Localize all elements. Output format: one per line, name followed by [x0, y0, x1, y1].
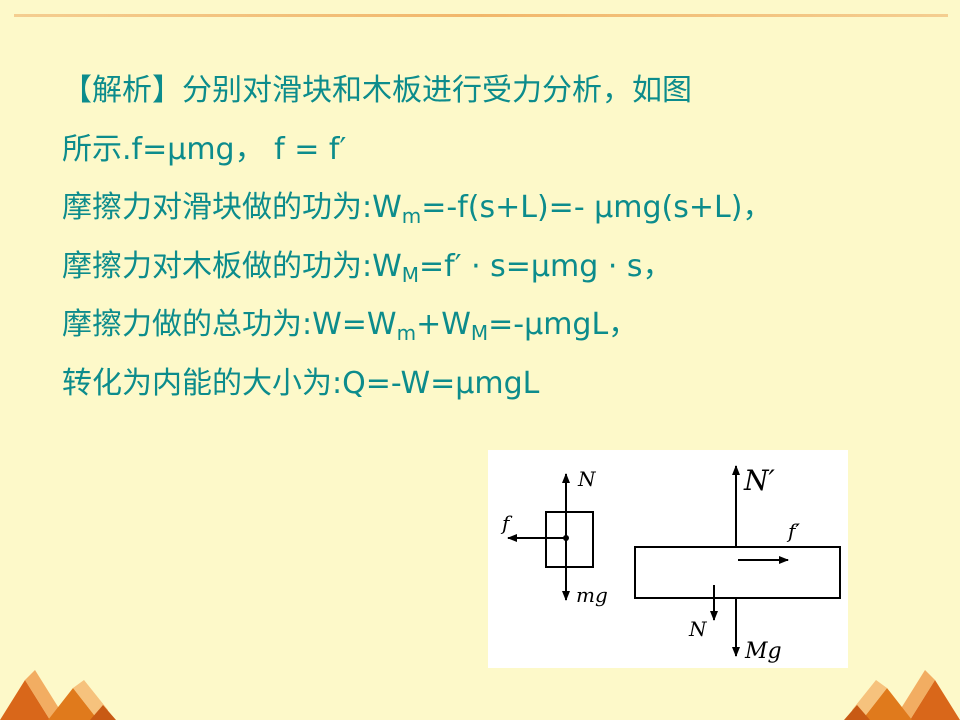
corner-decoration-right — [844, 670, 960, 720]
analysis-line-6: 转化为内能的大小为:Q=-W=μmgL — [62, 365, 540, 401]
line4-suffix: =f′ · s=μmg · s， — [419, 248, 673, 284]
line5-mid: +W — [416, 307, 471, 342]
analysis-line-3: 摩擦力对滑块做的功为:Wm=-f(s+L)=- μmg(s+L)， — [62, 179, 922, 238]
board-rect — [634, 546, 841, 599]
board-normal-label: N′ — [743, 464, 776, 497]
board-weight-label: Mg — [744, 639, 782, 664]
line3-prefix: 摩擦力对滑块做的功为:W — [62, 190, 402, 225]
line5-suffix: =-μmgL， — [488, 307, 639, 342]
top-divider — [14, 14, 948, 17]
force-diagram-svg: N f mg N′ f′ N Mg — [500, 464, 841, 664]
line4-prefix: 摩擦力对木板做的功为:W — [62, 248, 402, 284]
line3-sub: m — [401, 204, 422, 228]
analysis-line-5: 摩擦力做的总功为:W=Wm+WM=-μmgL， — [62, 296, 922, 355]
board-friction-label: f′ — [786, 519, 800, 543]
line4-sub: M — [401, 262, 420, 287]
line3-suffix: =-f(s+L)=- μmg(s+L)， — [421, 190, 773, 225]
corner-decoration-left — [0, 670, 116, 720]
analysis-text: 【解析】分别对滑块和木板进行受力分析，如图 所示.f=μmg， f = f′ 摩… — [62, 62, 922, 413]
analysis-line-4: 摩擦力对木板做的功为:WM=f′ · s=μmg · s， — [62, 238, 922, 297]
board-reaction-label: N — [688, 617, 708, 641]
line5-prefix: 摩擦力做的总功为:W=W — [62, 307, 397, 342]
line5-sub2: M — [470, 321, 489, 345]
analysis-line-1: 【解析】分别对滑块和木板进行受力分析，如图 — [62, 73, 692, 108]
force-diagram: N f mg N′ f′ N Mg — [488, 450, 848, 668]
analysis-line-2: 所示.f=μmg， f = f′ — [62, 131, 347, 167]
block-normal-label: N — [577, 467, 597, 491]
line5-sub1: m — [396, 321, 417, 345]
block-rect — [545, 511, 594, 568]
block-weight-label: mg — [576, 583, 608, 607]
block-friction-label: f — [500, 511, 513, 535]
